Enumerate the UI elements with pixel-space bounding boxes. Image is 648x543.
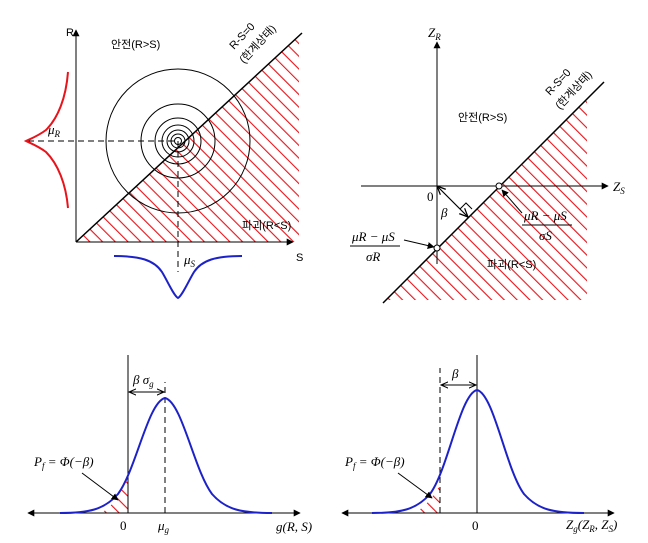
beta-label: β xyxy=(451,366,459,381)
panel-top-right: ZR ZS 0 β 안전(R>S) 파괴(R<S) R-S=0 (한계상태) μ… xyxy=(350,25,625,304)
svg-text:μR − μS: μR − μS xyxy=(523,208,567,223)
r-density-curve xyxy=(23,71,69,209)
safe-label: 안전(R>S) xyxy=(111,38,160,51)
pf-label: Pf = Φ(−β) xyxy=(33,454,94,471)
zr-axis-label: ZR xyxy=(428,25,441,42)
pf-pointer xyxy=(81,472,119,501)
zs-intercept-point xyxy=(495,182,503,190)
z-density-curve xyxy=(371,388,585,514)
y-axis-label: R xyxy=(66,27,74,39)
pf-pointer xyxy=(397,472,433,499)
g-density-curve xyxy=(59,396,273,514)
zs-axis-label: ZS xyxy=(613,179,625,196)
x-axis-label: S xyxy=(296,252,303,264)
pf-label: Pf = Φ(−β) xyxy=(344,454,405,471)
s-density-curve xyxy=(113,255,243,300)
svg-text:μR − μS: μR − μS xyxy=(351,229,395,244)
limit-state-line xyxy=(382,81,605,304)
zero-label: 0 xyxy=(472,518,479,533)
x-axis-label: Zg(ZR, ZS) xyxy=(566,517,617,534)
zs-intercept-fraction: μR − μS σS xyxy=(522,208,572,243)
zero-label: 0 xyxy=(120,518,127,533)
fail-label: 파괴(R<S) xyxy=(242,219,291,232)
x-axis-label: g(R, S) xyxy=(276,519,312,534)
zr-intercept-point xyxy=(433,244,441,252)
failure-probability-area xyxy=(414,484,440,513)
mu-s-label: μS xyxy=(183,252,196,269)
safe-label: 안전(R>S) xyxy=(458,111,507,124)
svg-text:σS: σS xyxy=(539,228,552,243)
origin-label: 0 xyxy=(427,189,434,204)
mu-r-label: μR xyxy=(47,122,61,139)
beta-vector xyxy=(437,186,468,217)
limit-state-line xyxy=(75,32,303,243)
fail-label: 파괴(R<S) xyxy=(487,258,536,271)
beta-sigma-label: β σg xyxy=(132,372,154,389)
zs-pointer xyxy=(501,189,523,214)
zr-intercept-fraction: μR − μS σR xyxy=(350,229,400,264)
beta-label: β xyxy=(440,205,448,220)
panel-top-left: R S μR μS 안전(R>S) 파괴(R<S) R-S=0 (한계상태) xyxy=(23,21,303,300)
right-angle-mark xyxy=(459,202,473,210)
mean-label: μg xyxy=(157,518,170,535)
panel-bottom-left: β σg Pf = Φ(−β) 0 μg g(R, S) xyxy=(27,355,312,535)
zr-pointer xyxy=(403,239,435,249)
failure-probability-area xyxy=(100,478,128,513)
svg-text:σR: σR xyxy=(366,249,380,264)
panel-bottom-right: β Pf = Φ(−β) 0 Zg(ZR, ZS) xyxy=(341,355,617,534)
